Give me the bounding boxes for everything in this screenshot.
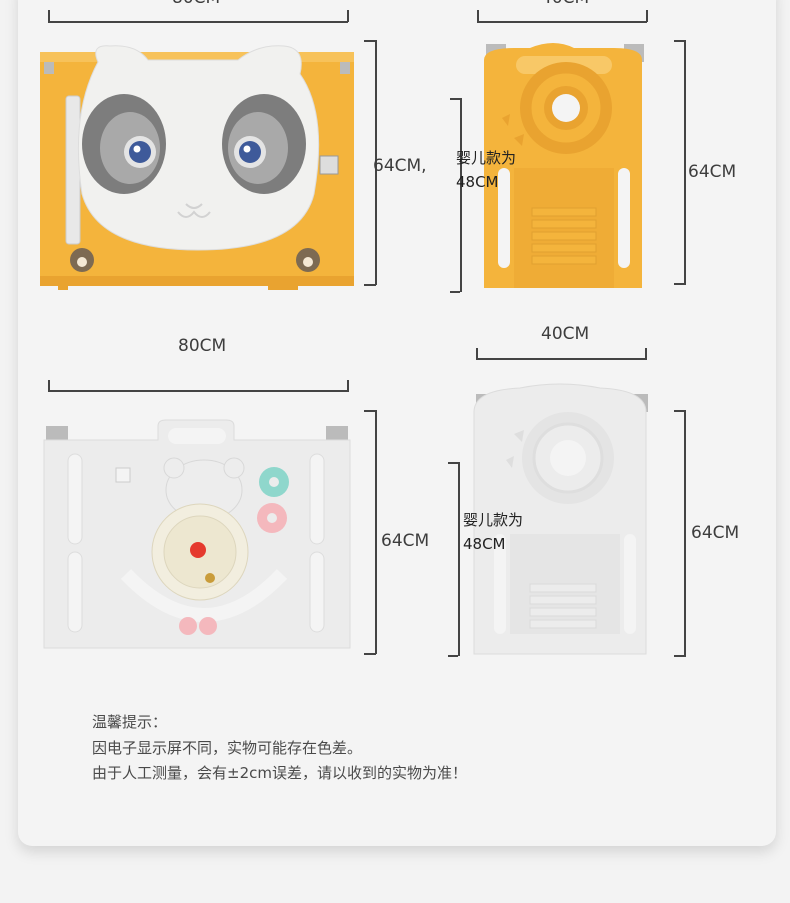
baby-height-line-top-tick-a: [450, 98, 460, 100]
height-line-bottom-right-tick-a: [674, 410, 686, 412]
top-right-width-line: [477, 21, 647, 23]
baby-height-line-bottom-tick-a: [448, 462, 458, 464]
white-narrow-panel: [473, 383, 648, 655]
baby-label-top-line1: 婴儿款为: [456, 149, 517, 167]
height-line-top-right-tick-b: [674, 283, 686, 285]
height-line-top-left: [375, 40, 377, 285]
baby-height-line-bottom: [458, 462, 460, 656]
gear-icon-2: [257, 503, 287, 533]
height-label-bottom-right: 64CM: [691, 523, 740, 543]
mid-left-width-tick-a: [48, 380, 50, 392]
height-line-bottom-left-tick-b: [364, 653, 376, 655]
mid-right-width-tick-a: [476, 348, 478, 360]
mid-left-width-label: 80CM: [178, 336, 227, 356]
mid-right-width-line: [476, 358, 646, 360]
height-line-bottom-left-tick-a: [364, 410, 376, 412]
mid-right-width-label: 40CM: [541, 324, 590, 344]
height-label-bottom-left: 64CM: [381, 531, 430, 551]
baby-label-bottom-line2: 48CM: [463, 535, 506, 553]
gear-icon: [259, 467, 289, 497]
top-left-width-tick-b: [347, 10, 349, 22]
mid-left-width-line: [48, 390, 348, 392]
notice-title: 温馨提示：: [92, 713, 168, 731]
height-line-bottom-right-tick-b: [674, 655, 686, 657]
height-label-top-right: 64CM: [688, 162, 737, 182]
baby-height-line-bottom-tick-b: [448, 655, 458, 657]
notice-line-2: 由于人工测量，会有±2cm误差，请以收到的实物为准！: [92, 764, 467, 782]
orange-narrow-panel: [484, 43, 644, 288]
mid-right-width-tick-b: [645, 348, 647, 360]
white-activity-panel: [43, 419, 351, 649]
height-line-top-right: [684, 40, 686, 284]
baby-label-top-line2: 48CM: [456, 173, 499, 191]
height-line-top-left-tick-a: [364, 40, 376, 42]
baby-height-line-top-tick-b: [450, 291, 460, 293]
height-label-top-left: 64CM,: [373, 156, 427, 176]
height-line-bottom-left: [375, 410, 377, 654]
baby-label-bottom-line1: 婴儿款为: [463, 511, 524, 529]
top-left-width-tick-a: [48, 10, 50, 22]
notice-line-1: 因电子显示屏不同，实物可能存在色差。: [92, 739, 363, 757]
orange-panda-panel: [40, 45, 354, 290]
top-left-width-line: [48, 21, 348, 23]
mid-left-width-tick-b: [347, 380, 349, 392]
height-line-top-right-tick-a: [674, 40, 686, 42]
top-right-width-label: 40CM: [541, 0, 589, 8]
height-line-top-left-tick-b: [364, 284, 376, 286]
height-line-bottom-right: [684, 410, 686, 656]
top-right-width-tick-a: [477, 10, 479, 22]
baby-height-line-top: [460, 98, 462, 292]
top-left-width-label: 80CM: [172, 0, 220, 8]
top-right-width-tick-b: [646, 10, 648, 22]
